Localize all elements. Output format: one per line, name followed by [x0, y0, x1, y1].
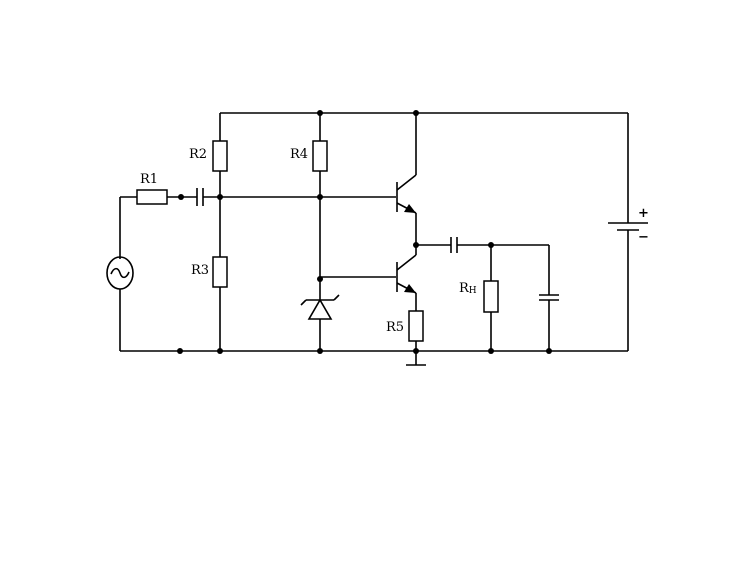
junction-dot [488, 348, 494, 354]
junction-dot [546, 348, 552, 354]
label-r5: R5 [386, 320, 404, 335]
junction-dot [178, 194, 184, 200]
battery-plus-sign: + [638, 206, 649, 221]
junction-dot [217, 348, 223, 354]
junction-dot [317, 348, 323, 354]
label-r2: R2 [189, 147, 207, 162]
sine-wave-icon [110, 267, 130, 279]
junction-dot [317, 194, 323, 200]
junction-dot [317, 110, 323, 116]
junction-dot [413, 348, 419, 354]
junction-dot [488, 242, 494, 248]
junction-dot [413, 110, 419, 116]
junction-dot [177, 348, 183, 354]
q1-emitter-arrow-icon [404, 204, 416, 213]
output-capacitor [450, 237, 458, 253]
resistor-r4 [312, 140, 328, 172]
junction-dot [217, 194, 223, 200]
input-capacitor [196, 188, 204, 206]
zener-bar-tail-right [333, 294, 340, 301]
ac-source [106, 256, 134, 290]
resistor-r3 [212, 256, 228, 288]
label-rh: RH [459, 281, 477, 296]
resistor-rh [483, 280, 499, 313]
ac-source-circle [106, 256, 134, 290]
label-r3: R3 [191, 263, 209, 278]
junction-dot [317, 276, 323, 282]
q2-collector-lead [396, 254, 417, 271]
transistor-q2 [396, 254, 417, 294]
resistor-r2 [212, 140, 228, 172]
battery-minus-sign: − [638, 230, 649, 245]
q1-collector-lead [396, 174, 417, 191]
resistor-r1 [136, 189, 168, 205]
label-r4: R4 [290, 147, 308, 162]
junctions [177, 110, 552, 354]
zener-bar-tail-left [300, 299, 307, 306]
battery [608, 222, 648, 231]
zener-diode [300, 294, 340, 320]
label-r1: R1 [140, 172, 158, 187]
q2-emitter-arrow-icon [404, 284, 416, 293]
junction-dot [413, 242, 419, 248]
zener-triangle [307, 298, 333, 320]
load-capacitor [539, 294, 559, 301]
resistor-r5 [408, 310, 424, 342]
transistor-q1 [396, 174, 417, 214]
